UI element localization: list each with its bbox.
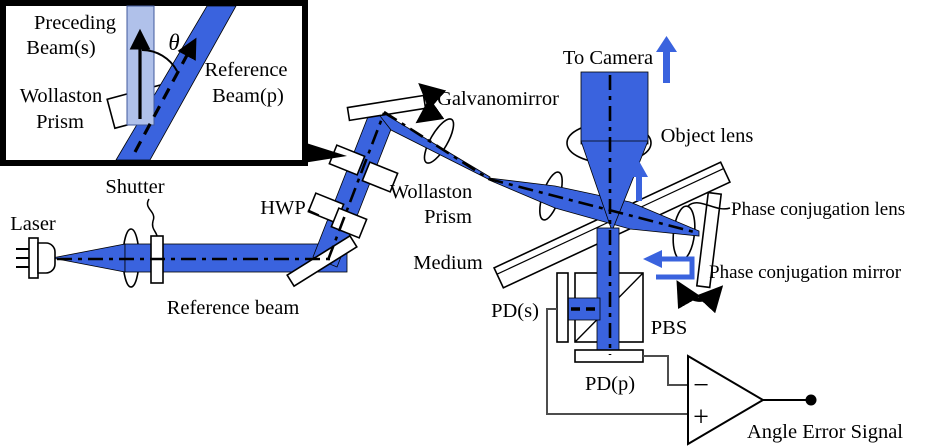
- phase-conjugation-lens-label: Phase conjugation lens: [731, 199, 905, 220]
- signal-beam: [567, 71, 649, 353]
- op-amp-plus-label: +: [693, 402, 709, 433]
- wollaston-prism: [328, 144, 399, 193]
- phase-conjugation-mirror-label: Phase conjugation mirror: [709, 262, 902, 283]
- pd-p-wire: [643, 355, 687, 386]
- object-lens-label: Object lens: [661, 125, 754, 147]
- galvo-rotation-arrow-icon: [415, 82, 447, 124]
- shutter-label: Shutter: [105, 176, 164, 198]
- inset-box: θ Preceding Beam(s) Wollaston Prism Refe…: [0, 0, 347, 166]
- inset-preceding-label-line1: Preceding: [34, 12, 116, 34]
- pd-p-label: PD(p): [585, 373, 635, 395]
- beam-axis-to-mirror: [383, 110, 699, 235]
- galvanomirror-label: Galvanomirror: [437, 88, 559, 110]
- inset-reference-label-line1: Reference: [204, 59, 287, 81]
- wollaston-prism-label-line2: Prism: [424, 206, 472, 228]
- shutter-leader: [146, 198, 158, 237]
- beam-axis-diagonal-up: [326, 112, 386, 261]
- half-wave-plate: [307, 192, 368, 239]
- angle-error-signal-label: Angle Error Signal: [747, 421, 903, 443]
- pd-p-detector: [574, 349, 644, 363]
- laser-label: Laser: [10, 213, 56, 235]
- inset-angle-symbol: θ: [168, 30, 179, 55]
- pc-lens-leader: [687, 202, 731, 210]
- inset-wollaston-label-line2: Prism: [36, 111, 84, 133]
- signal-up-arrow-icon: [630, 161, 648, 201]
- hwp-label: HWP: [260, 197, 306, 219]
- inset-angle-arc: [141, 49, 178, 72]
- op-amp: [687, 354, 765, 446]
- op-amp-minus-label: −: [693, 370, 709, 401]
- relay-lens-1: [423, 118, 455, 164]
- inset-wollaston-label-line1: Wollaston: [20, 85, 103, 107]
- to-camera-label: To Camera: [563, 47, 653, 69]
- laser-icon: [16, 237, 56, 279]
- inset-preceding-label-line2: Beam(s): [26, 37, 95, 59]
- uturn-arrow-icon: [643, 250, 695, 280]
- pd-s-wire: [546, 308, 687, 415]
- hwp-leader: [307, 209, 320, 216]
- medium-label: Medium: [413, 252, 483, 274]
- mirror-rotation-arrow-icon: [676, 280, 724, 314]
- inset-reference-label-line2: Beam(p): [212, 85, 284, 107]
- fold-mirror: [286, 234, 358, 288]
- output-node: [805, 394, 817, 406]
- pbs-label: PBS: [651, 317, 687, 339]
- wollaston-prism-label-line1: Wollaston: [390, 181, 473, 203]
- inset-reference-arrow: [133, 37, 197, 153]
- inset-pointer: [303, 142, 347, 163]
- to-camera-arrow-icon: [656, 36, 677, 83]
- pd-s-detector: [556, 272, 569, 343]
- reference-beam-label: Reference beam: [167, 297, 300, 319]
- pd-s-label: PD(s): [491, 300, 539, 322]
